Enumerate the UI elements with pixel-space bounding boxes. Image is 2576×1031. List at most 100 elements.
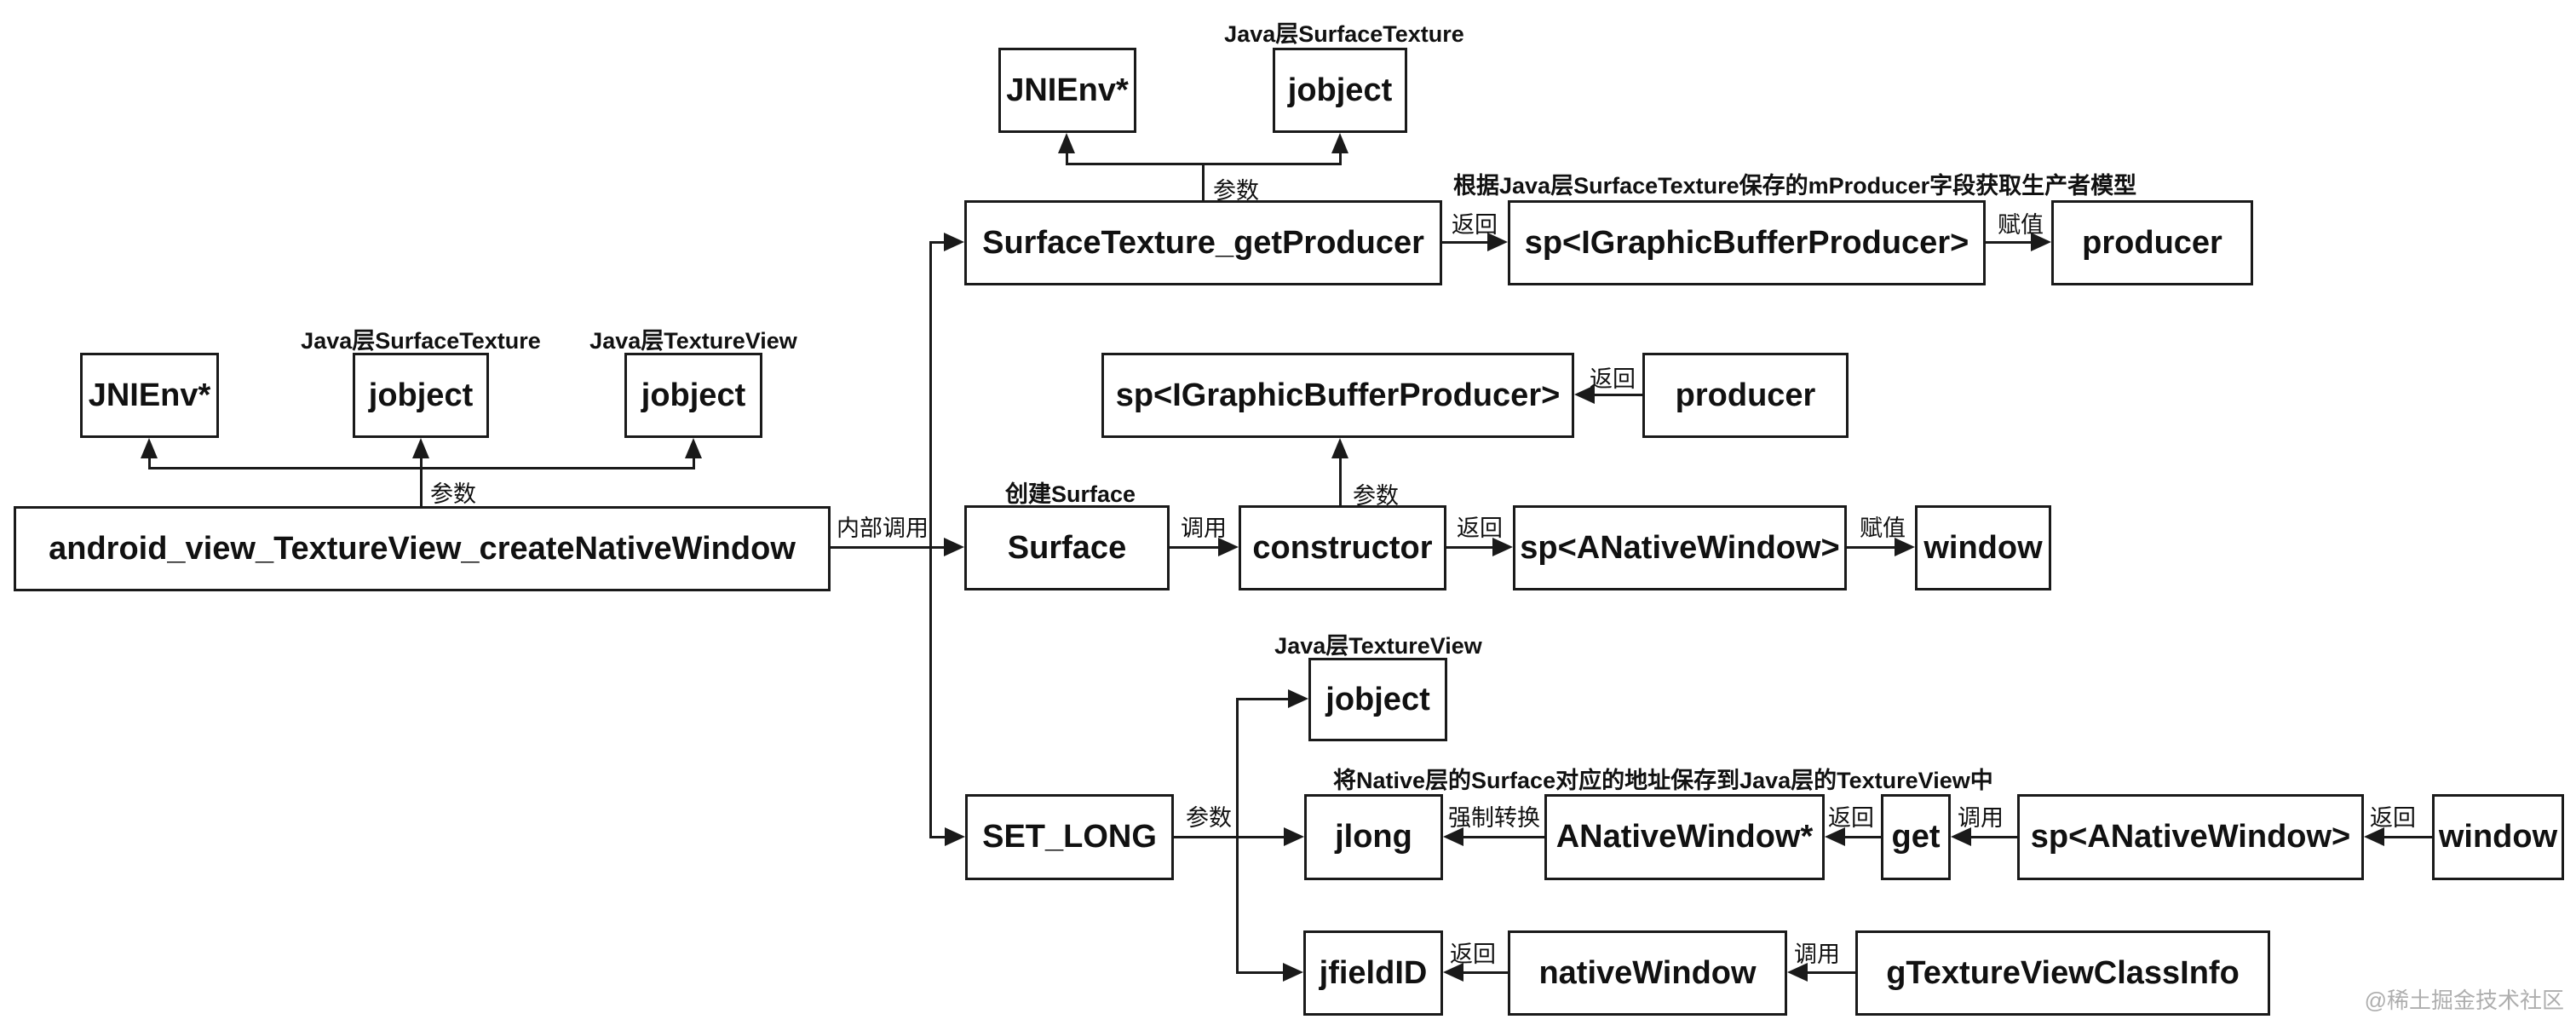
line-surface-constructor [1170,546,1218,549]
line-gtvci-nativewindow [1808,971,1855,974]
node-anativewindow-ptr: ANativeWindow* [1544,794,1825,880]
label-create-surface: 创建Surface [1005,481,1136,507]
node-mid-window: window [1915,505,2051,590]
node-jfieldid: jfieldID [1303,930,1443,1016]
arrow-up-left-jobject2 [685,438,702,458]
line-anw-jlong [1463,836,1544,838]
label-return-get: 返回 [1828,805,1874,831]
line-main-surface [831,546,944,549]
line-branch-to-jobject [1236,698,1288,700]
node-set-long: SET_LONG [965,794,1174,880]
line-top-down-stub [1202,165,1205,200]
line-constructor-spanw [1446,546,1492,549]
node-bottom-jobject: jobject [1308,658,1447,741]
arrow-right-mid-spanw [1492,538,1513,556]
node-left-jobject-textureview: jobject [624,353,762,438]
label-top-params: 参数 [1213,178,1259,204]
node-top-jobject: jobject [1273,48,1407,133]
node-create-native-window: android_view_TextureView_createNativeWin… [14,506,831,591]
node-bottom-window: window [2432,794,2564,880]
arrow-right-producer [2031,233,2051,251]
arrow-right-spigbp [1487,233,1508,251]
node-left-jobject-surfacetexture: jobject [353,353,489,438]
line-setlong-branch-trunk [1236,698,1239,974]
label-top-java-surfacetexture: Java层SurfaceTexture [1224,21,1464,47]
arrow-right-mid-window [1895,538,1915,556]
line-left-down-stub [420,469,423,506]
label-cast: 强制转换 [1448,805,1540,831]
line-get-anw [1845,836,1881,838]
line-top-stub-right [1339,152,1342,165]
label-call-gtvci: 调用 [1794,942,1840,967]
label-setlong-params: 参数 [1186,805,1232,831]
line-spigbp-producer [1986,241,2031,244]
label-call-sp: 调用 [1958,805,2004,831]
node-mid-sp-igbp: sp<IGraphicBufferProducer> [1101,353,1574,438]
node-bottom-sp-anativewindow: sp<ANativeWindow> [2017,794,2364,880]
line-nativewindow-jfieldid [1463,971,1508,974]
label-top-assign: 赋值 [1998,212,2044,238]
label-mid-params: 参数 [1353,483,1399,509]
label-left-java-textureview: Java层TextureView [589,328,797,354]
line-spanw-window [1847,546,1895,549]
arrow-up-left-jnienv [141,438,158,458]
label-mid-return2: 返回 [1457,516,1503,541]
line-left-stub-3 [693,457,695,469]
arrow-right-surface [944,538,964,556]
label-top-return: 返回 [1452,212,1498,238]
line-branch-to-getproducer [929,241,944,244]
arrow-left-jlong [1443,827,1463,846]
arrow-up-constructor-params [1331,438,1348,458]
arrow-left-jfieldid [1443,963,1463,982]
arrow-up-top-jnienv [1058,133,1075,153]
label-bottom-java-textureview: Java层TextureView [1274,633,1482,659]
node-left-jnienv: JNIEnv* [80,353,219,438]
arrow-right-getproducer [944,233,964,251]
arrow-right-setlong [945,827,965,846]
arrow-up-left-jobject1 [412,438,429,458]
node-get: get [1881,794,1951,880]
line-producer-spigbp [1595,394,1642,396]
line-branch-to-setlong [929,836,945,838]
line-left-stub-1 [148,457,151,469]
label-mid-call: 调用 [1181,516,1227,541]
line-top-connector [1066,163,1342,165]
line-left-stub-2 [420,457,423,469]
node-top-jnienv: JNIEnv* [998,48,1136,133]
node-surface: Surface [964,505,1170,590]
line-top-stub-left [1066,152,1068,165]
arrow-right-jfieldid [1283,963,1303,982]
label-left-java-surfacetexture: Java层SurfaceTexture [301,328,541,354]
arrow-left-anw [1825,827,1845,846]
label-left-params: 参数 [430,481,476,507]
label-mid-assign: 赋值 [1860,516,1906,541]
arrow-left-get [1951,827,1971,846]
node-mid-producer: producer [1642,353,1849,438]
annotation-save-address: 将Native层的Surface对应的地址保存到Java层的TextureVie… [1333,768,1993,793]
label-mid-return-producer: 返回 [1590,366,1636,392]
arrow-left-spanw [2364,827,2384,846]
node-constructor: constructor [1239,505,1446,590]
arrow-left-mid-spigbp [1574,385,1595,404]
node-top-producer: producer [2051,200,2253,285]
line-branch-to-jfieldid [1236,971,1283,974]
line-left-connector [148,467,695,469]
label-return-window: 返回 [2370,805,2416,831]
node-top-sp-igbp: sp<IGraphicBufferProducer> [1508,200,1986,285]
arrow-right-bottom-jobject [1288,689,1308,708]
node-jlong: jlong [1304,794,1443,880]
node-surfacetexture-getproducer: SurfaceTexture_getProducer [964,200,1442,285]
node-mid-sp-anativewindow: sp<ANativeWindow> [1513,505,1847,590]
arrow-right-jlong [1284,827,1304,846]
line-setlong-jlong [1174,836,1284,838]
label-internal-call: 内部调用 [837,516,929,541]
arrow-right-constructor [1218,538,1239,556]
node-nativewindow: nativeWindow [1508,930,1787,1016]
arrow-left-nativewindow [1787,963,1808,982]
arrow-up-top-jobject [1331,133,1348,153]
line-spanw-get [1971,836,2017,838]
watermark: @稀土掘金技术社区 [2364,988,2564,1013]
node-gtextureviewclassinfo: gTextureViewClassInfo [1855,930,2270,1016]
line-constructor-up [1339,457,1342,506]
